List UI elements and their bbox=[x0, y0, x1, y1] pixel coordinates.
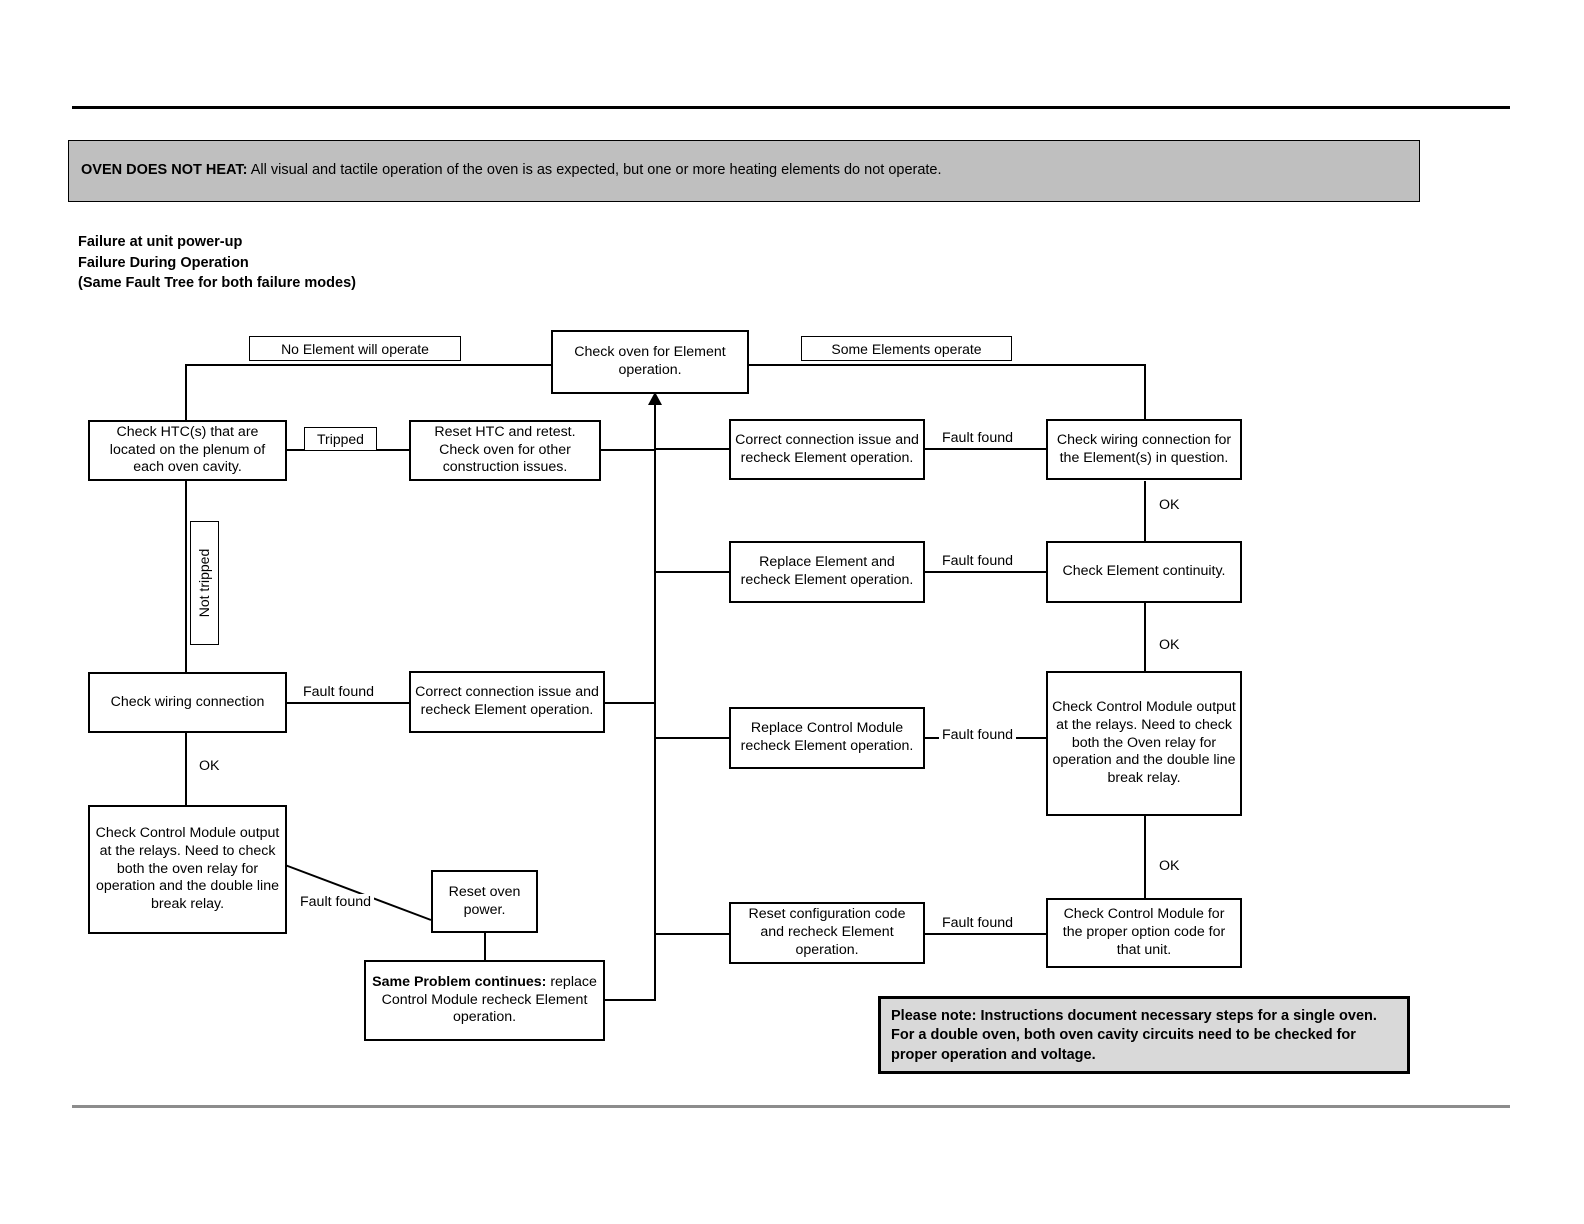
same-problem-heading: Same Problem continues: bbox=[372, 973, 547, 990]
box-check-element-continuity[interactable]: Check Element continuity. bbox=[1046, 541, 1242, 603]
connector-reset-power-down bbox=[484, 933, 486, 960]
box-label: Correct connection issue and recheck Ele… bbox=[415, 684, 599, 718]
box-label: Check HTC(s) that are located on the ple… bbox=[109, 423, 266, 476]
box-right-check-control-module-relays[interactable]: Check Control Module output at the relay… bbox=[1046, 671, 1242, 816]
failure-mode-line-2: Failure During Operation bbox=[78, 254, 249, 271]
label-right-fault-found-2: Fault found bbox=[939, 553, 1016, 569]
box-right-correct-connection-issue[interactable]: Correct connection issue and recheck Ele… bbox=[729, 419, 925, 480]
connector-right-continuity-to-replace bbox=[925, 571, 1047, 573]
connector-left-correct-to-spine bbox=[604, 702, 656, 704]
fault-banner-text: OVEN DOES NOT HEAT: All visual and tacti… bbox=[81, 161, 1409, 179]
connector-arrow-into-root bbox=[648, 392, 662, 405]
box-label: Check Control Module output at the relay… bbox=[95, 824, 280, 913]
connector-htc-not-tripped bbox=[185, 481, 187, 672]
box-check-control-module-option-code[interactable]: Check Control Module for the proper opti… bbox=[1046, 898, 1242, 968]
connector-reset-htc-to-spine bbox=[600, 449, 656, 451]
box-label: Check Element continuity. bbox=[1062, 563, 1226, 580]
label-left-ok-1: OK bbox=[196, 758, 223, 774]
box-label: Check wiring connection bbox=[110, 693, 265, 710]
connector-right-option-to-reset bbox=[925, 933, 1047, 935]
box-replace-control-module[interactable]: Replace Control Module recheck Element o… bbox=[729, 707, 925, 769]
please-note-text: Please note: Instructions document neces… bbox=[891, 1008, 1377, 1063]
label-right-fault-found-4: Fault found bbox=[939, 915, 1016, 931]
box-reset-htc-and-retest[interactable]: Reset HTC and retest. Check oven for oth… bbox=[409, 420, 601, 481]
box-label: Replace Element and recheck Element oper… bbox=[740, 554, 914, 588]
box-left-check-wiring-connection[interactable]: Check wiring connection bbox=[88, 672, 287, 733]
box-label: Check Control Module for the proper opti… bbox=[1062, 906, 1226, 958]
failure-modes-block: Failure at unit power-up Failure During … bbox=[78, 232, 356, 294]
connector-right-drop bbox=[1144, 364, 1146, 420]
label-not-tripped: Not tripped bbox=[190, 521, 219, 645]
failure-mode-line-1: Failure at unit power-up bbox=[78, 234, 243, 250]
connector-control-module-to-reset-power bbox=[284, 864, 432, 921]
box-reset-configuration-code[interactable]: Reset configuration code and recheck Ele… bbox=[729, 902, 925, 964]
connector-left-wiring-ok bbox=[185, 733, 187, 805]
connector-right-wiring-to-correct bbox=[925, 448, 1047, 450]
label-right-ok-2: OK bbox=[1156, 637, 1183, 653]
box-label: Check Control Module output at the relay… bbox=[1052, 698, 1236, 787]
same-problem-body: replace Control Module recheck Element o… bbox=[381, 973, 597, 1026]
connector-same-problem-to-spine bbox=[604, 999, 656, 1001]
box-label: Reset configuration code and recheck Ele… bbox=[748, 906, 906, 958]
box-label: Same Problem continues: replace Control … bbox=[370, 974, 599, 1028]
footer-rule bbox=[72, 1105, 1510, 1108]
connector-top-bar-right bbox=[747, 364, 1146, 366]
connector-top-bar-left bbox=[185, 364, 553, 366]
box-right-check-wiring-connection[interactable]: Check wiring connection for the Element(… bbox=[1046, 419, 1242, 480]
connector-left-drop bbox=[185, 364, 187, 420]
box-check-oven-element-operation[interactable]: Check oven for Element operation. bbox=[551, 330, 749, 394]
label-tripped: Tripped bbox=[304, 427, 377, 451]
connector-right-ok-2 bbox=[1144, 603, 1146, 671]
box-left-correct-connection-issue[interactable]: Correct connection issue and recheck Ele… bbox=[409, 671, 605, 733]
connector-right-ok-3 bbox=[1144, 816, 1146, 898]
box-same-problem-continues[interactable]: Same Problem continues: replace Control … bbox=[364, 960, 605, 1041]
please-note-box: Please note: Instructions document neces… bbox=[878, 996, 1410, 1074]
label-some-elements-operate: Some Elements operate bbox=[801, 336, 1012, 361]
box-label: Check oven for Element operation. bbox=[574, 344, 726, 378]
fault-banner: OVEN DOES NOT HEAT: All visual and tacti… bbox=[68, 140, 1420, 202]
label-right-fault-found-3: Fault found bbox=[939, 727, 1016, 743]
label-right-ok-3: OK bbox=[1156, 858, 1183, 874]
box-reset-oven-power[interactable]: Reset oven power. bbox=[431, 870, 538, 933]
label-right-fault-found-1: Fault found bbox=[939, 430, 1016, 446]
box-left-check-control-module-relays[interactable]: Check Control Module output at the relay… bbox=[88, 805, 287, 934]
box-replace-element[interactable]: Replace Element and recheck Element oper… bbox=[729, 541, 925, 603]
label-right-ok-1: OK bbox=[1156, 497, 1183, 513]
label-left-fault-found-2: Fault found bbox=[297, 894, 374, 910]
box-check-htc[interactable]: Check HTC(s) that are located on the ple… bbox=[88, 420, 287, 481]
connector-right-replace-element-to-spine bbox=[656, 571, 730, 573]
box-label: Reset oven power. bbox=[448, 883, 521, 918]
box-label: Replace Control Module recheck Element o… bbox=[740, 720, 914, 754]
label-no-element-will-operate: No Element will operate bbox=[249, 336, 461, 361]
box-label: Correct connection issue and recheck Ele… bbox=[735, 431, 919, 466]
connector-right-reset-config-to-spine bbox=[656, 933, 730, 935]
connector-right-replace-module-to-spine bbox=[656, 737, 730, 739]
fault-banner-body: All visual and tactile operation of the … bbox=[247, 162, 942, 178]
connector-right-correct-to-spine bbox=[656, 448, 730, 450]
fault-banner-heading: OVEN DOES NOT HEAT: bbox=[81, 162, 248, 178]
box-label: Reset HTC and retest. Check oven for oth… bbox=[434, 423, 576, 476]
box-label: Check wiring connection for the Element(… bbox=[1056, 431, 1232, 466]
connector-left-wiring-to-correct bbox=[286, 702, 410, 704]
label-left-fault-found-1: Fault found bbox=[300, 684, 377, 700]
header-rule bbox=[72, 106, 1510, 109]
failure-mode-line-3: (Same Fault Tree for both failure modes) bbox=[78, 275, 356, 292]
connector-right-ok-1 bbox=[1144, 481, 1146, 541]
